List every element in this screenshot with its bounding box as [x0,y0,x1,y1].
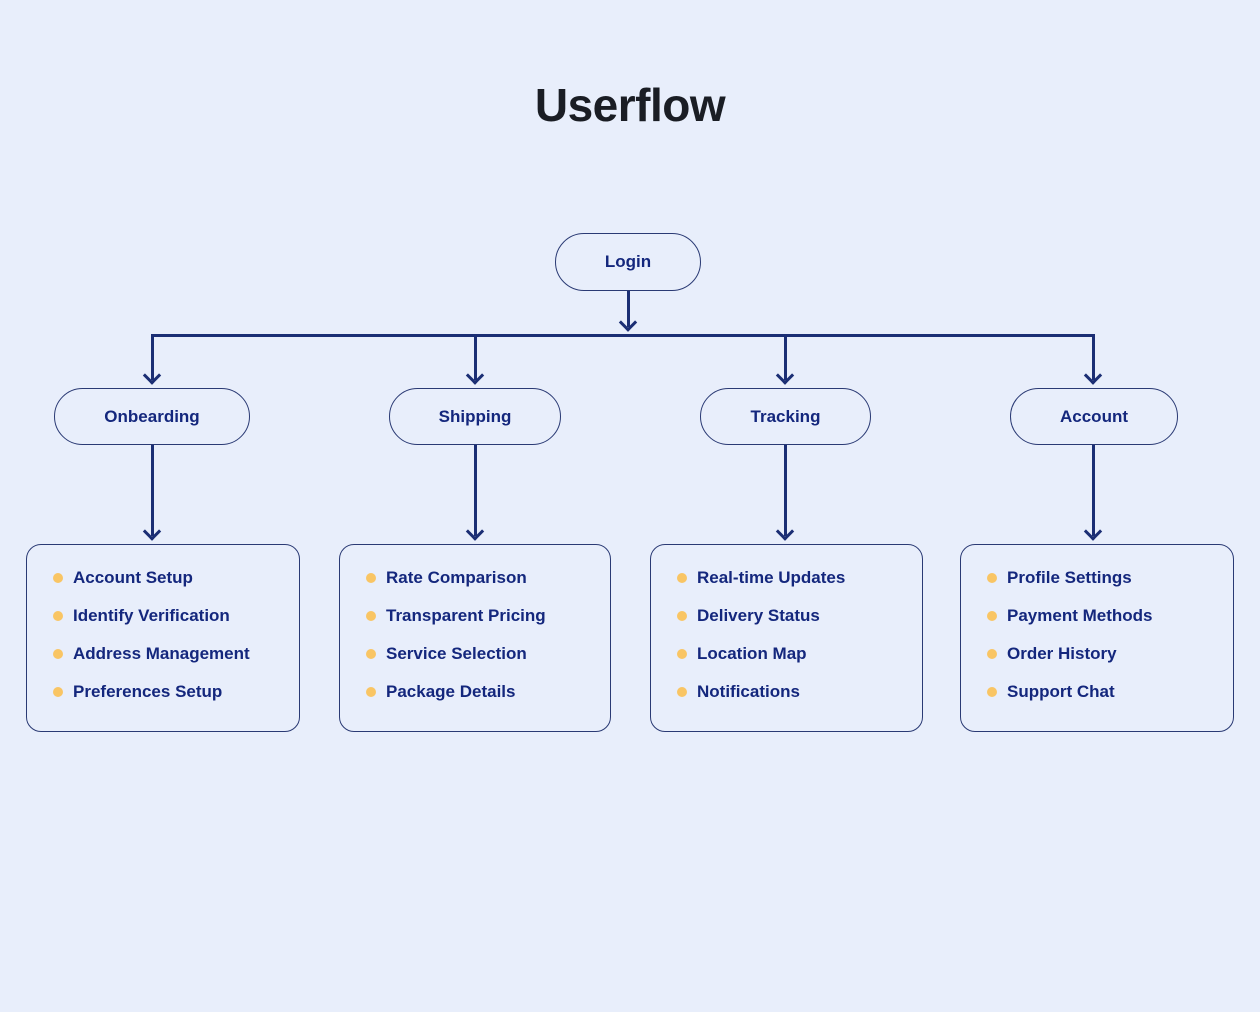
list-item: Transparent Pricing [366,597,600,635]
card-onbearding-list: Account Setup Identify Verification Addr… [27,559,299,711]
card-tracking: Real-time Updates Delivery Status Locati… [650,544,923,732]
node-account: Account [1010,388,1178,445]
list-item: Account Setup [53,559,289,597]
list-item: Preferences Setup [53,673,289,711]
card-shipping: Rate Comparison Transparent Pricing Serv… [339,544,611,732]
connector-arrow-to-shipping [473,334,477,380]
bullet-icon [677,687,687,697]
connector-tracking-to-card [783,445,787,536]
bullet-icon [677,573,687,583]
list-item-label: Transparent Pricing [386,606,546,625]
node-login-label: Login [604,252,652,271]
bullet-icon [366,611,376,621]
bullet-icon [987,611,997,621]
card-onbearding: Account Setup Identify Verification Addr… [26,544,300,732]
list-item: Profile Settings [987,559,1223,597]
node-shipping: Shipping [389,388,561,445]
list-item-label: Identify Verification [73,606,230,625]
list-item: Notifications [677,673,912,711]
list-item-label: Address Management [73,644,250,663]
connector-arrow-to-tracking [783,334,787,380]
list-item: Support Chat [987,673,1223,711]
list-item-label: Account Setup [73,568,193,587]
card-account: Profile Settings Payment Methods Order H… [960,544,1234,732]
connector-branch-horizontal-line [150,334,1095,337]
bullet-icon [53,573,63,583]
list-item: Rate Comparison [366,559,600,597]
list-item-label: Payment Methods [1007,606,1153,625]
list-item: Service Selection [366,635,600,673]
node-tracking: Tracking [700,388,871,445]
list-item-label: Location Map [697,644,807,663]
bullet-icon [677,649,687,659]
node-login: Login [555,233,701,291]
node-shipping-label: Shipping [438,406,512,426]
list-item-label: Service Selection [386,644,527,663]
list-item-label: Preferences Setup [73,682,223,701]
list-item: Payment Methods [987,597,1223,635]
list-item: Identify Verification [53,597,289,635]
bullet-icon [366,573,376,583]
bullet-icon [53,649,63,659]
bullet-icon [987,573,997,583]
list-item: Order History [987,635,1223,673]
bullet-icon [366,687,376,697]
node-onbearding: Onbearding [54,388,250,445]
bullet-icon [987,649,997,659]
list-item-label: Package Details [386,682,516,701]
list-item-label: Support Chat [1007,682,1115,701]
list-item-label: Delivery Status [697,606,820,625]
connector-account-to-card [1091,445,1095,536]
list-item-label: Rate Comparison [386,568,527,587]
connector-shipping-to-card [473,445,477,536]
connector-arrow-to-account [1091,334,1095,380]
bullet-icon [677,611,687,621]
list-item: Location Map [677,635,912,673]
list-item: Delivery Status [677,597,912,635]
card-account-list: Profile Settings Payment Methods Order H… [961,559,1233,711]
page-title: Userflow [534,79,726,131]
list-item: Real-time Updates [677,559,912,597]
list-item-label: Notifications [697,682,800,701]
list-item-label: Order History [1007,644,1117,663]
node-account-label: Account [1060,406,1128,426]
list-item: Address Management [53,635,289,673]
node-tracking-label: Tracking [750,406,821,426]
bullet-icon [366,649,376,659]
bullet-icon [53,611,63,621]
connector-onbearding-to-card [150,445,154,536]
card-shipping-list: Rate Comparison Transparent Pricing Serv… [340,559,610,711]
list-item-label: Profile Settings [1007,568,1132,587]
list-item: Package Details [366,673,600,711]
bullet-icon [53,687,63,697]
connector-login-down-arrow [626,291,630,327]
bullet-icon [987,687,997,697]
node-onbearding-label: Onbearding [104,406,200,426]
card-tracking-list: Real-time Updates Delivery Status Locati… [651,559,922,711]
list-item-label: Real-time Updates [697,568,846,587]
connector-arrow-to-onbearding [150,334,154,380]
